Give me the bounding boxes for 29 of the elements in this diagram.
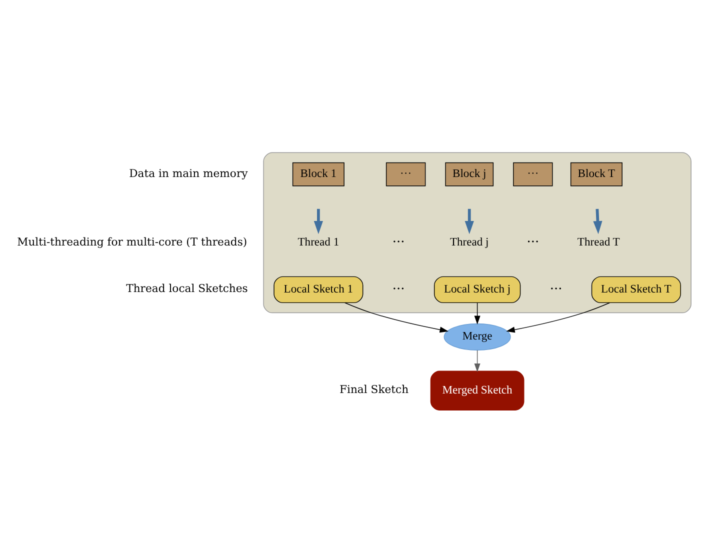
cluster bbox=[263, 152, 692, 313]
arrow bbox=[344, 302, 448, 332]
arrow bbox=[474, 349, 480, 372]
node-text: Thread T bbox=[577, 236, 620, 248]
label: Data in main memory bbox=[129, 166, 248, 180]
node-box: ··· bbox=[513, 162, 553, 186]
node-box: Block j bbox=[445, 162, 494, 186]
node-text: Thread 1 bbox=[298, 236, 340, 248]
node-box: Block T bbox=[570, 162, 622, 186]
node-box: Block 1 bbox=[292, 162, 344, 186]
arrow bbox=[593, 208, 602, 234]
label: Thread local Sketches bbox=[126, 282, 248, 295]
node-box: Local Sketch 1 bbox=[274, 276, 364, 303]
node-box: Local Sketch j bbox=[434, 276, 521, 303]
node-box: ··· bbox=[386, 162, 426, 186]
arrow bbox=[314, 208, 323, 234]
arrow bbox=[506, 302, 610, 332]
node-ellipse: Merge bbox=[444, 322, 511, 350]
label: ··· bbox=[392, 281, 405, 296]
node-box: Merged Sketch bbox=[430, 370, 524, 410]
arrow bbox=[474, 302, 480, 324]
node-box: Local Sketch T bbox=[591, 276, 681, 303]
label: ··· bbox=[526, 234, 540, 250]
node-text: Thread j bbox=[450, 236, 489, 248]
label: Final Sketch bbox=[339, 382, 409, 396]
arrow bbox=[464, 208, 474, 234]
label: Multi-threading for multi-core (T threads) bbox=[17, 234, 248, 248]
label: ··· bbox=[392, 234, 405, 250]
label: ··· bbox=[550, 281, 562, 296]
